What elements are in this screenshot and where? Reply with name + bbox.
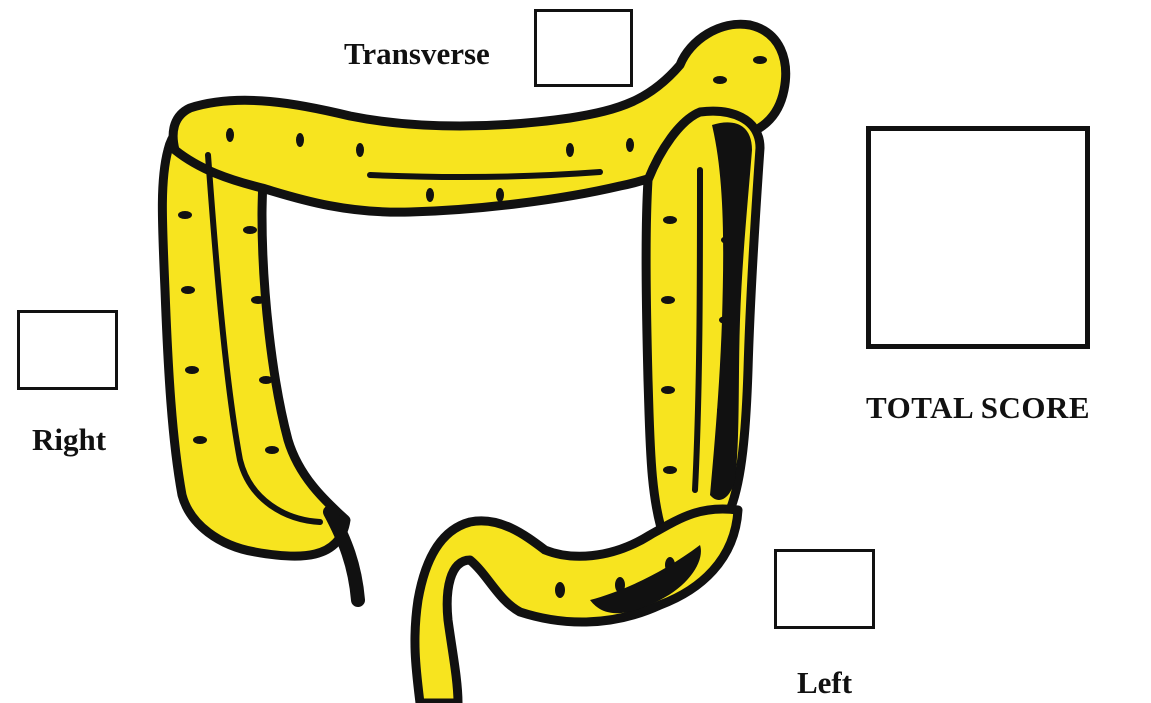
right-label: Right	[32, 422, 106, 458]
total-score-box[interactable]	[866, 126, 1090, 349]
appendix	[330, 512, 358, 600]
transverse-label: Transverse	[344, 36, 490, 72]
total-score-label: TOTAL SCORE	[866, 390, 1090, 426]
colon-drawing	[162, 24, 785, 703]
transverse-score-box[interactable]	[534, 9, 633, 87]
left-score-box[interactable]	[774, 549, 875, 629]
right-score-box[interactable]	[17, 310, 118, 390]
left-label: Left	[797, 665, 852, 701]
sigmoid-colon	[415, 509, 738, 703]
